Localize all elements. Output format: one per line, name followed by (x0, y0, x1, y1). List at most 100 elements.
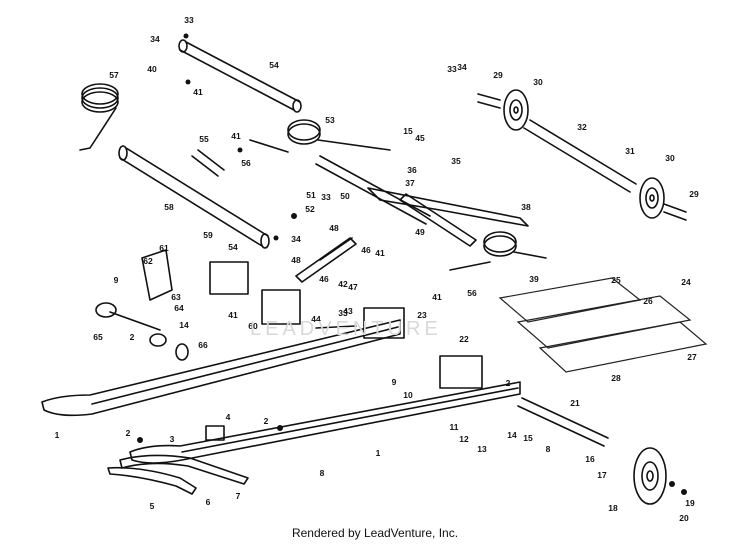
callout-label: 32 (577, 122, 587, 132)
callout-label: 42 (338, 279, 348, 289)
callout-label: 63 (171, 292, 181, 302)
callout-label: 54 (228, 242, 238, 252)
callout-label: 6 (206, 497, 211, 507)
idler-wheel-18 (633, 447, 667, 505)
callout-label: 57 (109, 70, 119, 80)
wear-strip-3 (119, 454, 249, 485)
callout-label: 36 (407, 165, 417, 175)
nut-41 (185, 79, 191, 85)
slide-plate-24 (498, 277, 708, 373)
arm-49 (399, 193, 477, 247)
nut-2-b (277, 425, 283, 431)
footer-credit: Rendered by LeadVenture, Inc. (291, 526, 459, 540)
callout-label: 54 (269, 60, 279, 70)
callout-label: 65 (93, 332, 103, 342)
callout-label: 50 (340, 191, 350, 201)
callout-label: 1 (376, 448, 381, 458)
callout-label: 51 (306, 190, 316, 200)
callout-label: 58 (164, 202, 174, 212)
callout-label: 30 (665, 153, 675, 163)
callout-label: 56 (467, 288, 477, 298)
callout-label: 14 (179, 320, 189, 330)
callout-label: 17 (597, 470, 607, 480)
spring-53 (287, 119, 391, 151)
callout-label: 26 (643, 296, 653, 306)
bolt-56 (249, 139, 289, 153)
callout-label: 53 (325, 115, 335, 125)
callout-label: 34 (150, 34, 160, 44)
callout-label: 35 (451, 156, 461, 166)
callout-label: 60 (248, 321, 258, 331)
nut-41-b (237, 147, 243, 153)
callout-label: 9 (392, 377, 397, 387)
callout-label: 2 (264, 416, 269, 426)
nut-34 (273, 235, 279, 241)
callout-label: 25 (611, 275, 621, 285)
wear-strip-5 (107, 466, 197, 495)
callout-label: 49 (415, 227, 425, 237)
shock-absorber-47 (295, 237, 357, 283)
callout-label: 43 (343, 306, 353, 316)
bracket-60 (209, 261, 249, 295)
nut-2 (137, 437, 143, 443)
bracket-61 (141, 249, 173, 301)
callout-label: 46 (319, 274, 329, 284)
callout-label: 27 (687, 352, 697, 362)
callout-label: 30 (533, 77, 543, 87)
shaft-32 (523, 119, 637, 193)
nut-33 (183, 33, 189, 39)
callout-label: 41 (375, 248, 385, 258)
callout-label: 20 (679, 513, 689, 523)
nut-52 (291, 213, 297, 219)
spring-57 (79, 83, 119, 151)
a-arm-38 (367, 187, 529, 227)
callout-label: 34 (291, 234, 301, 244)
callout-label: 1 (55, 430, 60, 440)
callout-label: 33 (447, 64, 457, 74)
nut-20 (681, 489, 687, 495)
callout-label: 52 (305, 204, 315, 214)
bolt-55 (191, 149, 225, 177)
callout-label: 24 (681, 277, 691, 287)
bracket-60-b (261, 289, 301, 325)
callout-label: 2 (126, 428, 131, 438)
callout-label: 31 (625, 146, 635, 156)
spring-39 (483, 231, 547, 259)
callout-label: 15 (523, 433, 533, 443)
callout-label: 33 (321, 192, 331, 202)
slide-rail-left (41, 319, 401, 417)
callout-label: 41 (228, 310, 238, 320)
callout-label: 13 (477, 444, 487, 454)
callout-label: 33 (338, 308, 348, 318)
callout-label: 48 (329, 223, 339, 233)
callout-label: 29 (689, 189, 699, 199)
spacer-29 (477, 93, 501, 109)
callout-label: 14 (507, 430, 517, 440)
callout-label: 45 (415, 133, 425, 143)
callout-label: 41 (432, 292, 442, 302)
callout-label: 22 (459, 334, 469, 344)
callout-label: 61 (159, 243, 169, 253)
callout-label: 9 (114, 275, 119, 285)
callout-label: 46 (361, 245, 371, 255)
callout-label: 66 (198, 340, 208, 350)
callout-label: 64 (174, 303, 184, 313)
callout-label: 21 (570, 398, 580, 408)
idler-wheel-30-lower (639, 177, 665, 219)
callout-label: 55 (199, 134, 209, 144)
callout-label: 3 (170, 434, 175, 444)
bracket-23 (363, 307, 405, 339)
callout-label: 8 (546, 444, 551, 454)
callout-label: 4 (226, 412, 231, 422)
hub-assembly (95, 302, 189, 361)
bracket-22 (439, 355, 483, 389)
callout-label: 41 (231, 131, 241, 141)
nut-19 (669, 481, 675, 487)
callout-label: 38 (521, 202, 531, 212)
callout-label: 29 (493, 70, 503, 80)
idler-wheel-30-upper (503, 89, 529, 131)
callout-label: 7 (236, 491, 241, 501)
shaft-58 (118, 145, 270, 249)
